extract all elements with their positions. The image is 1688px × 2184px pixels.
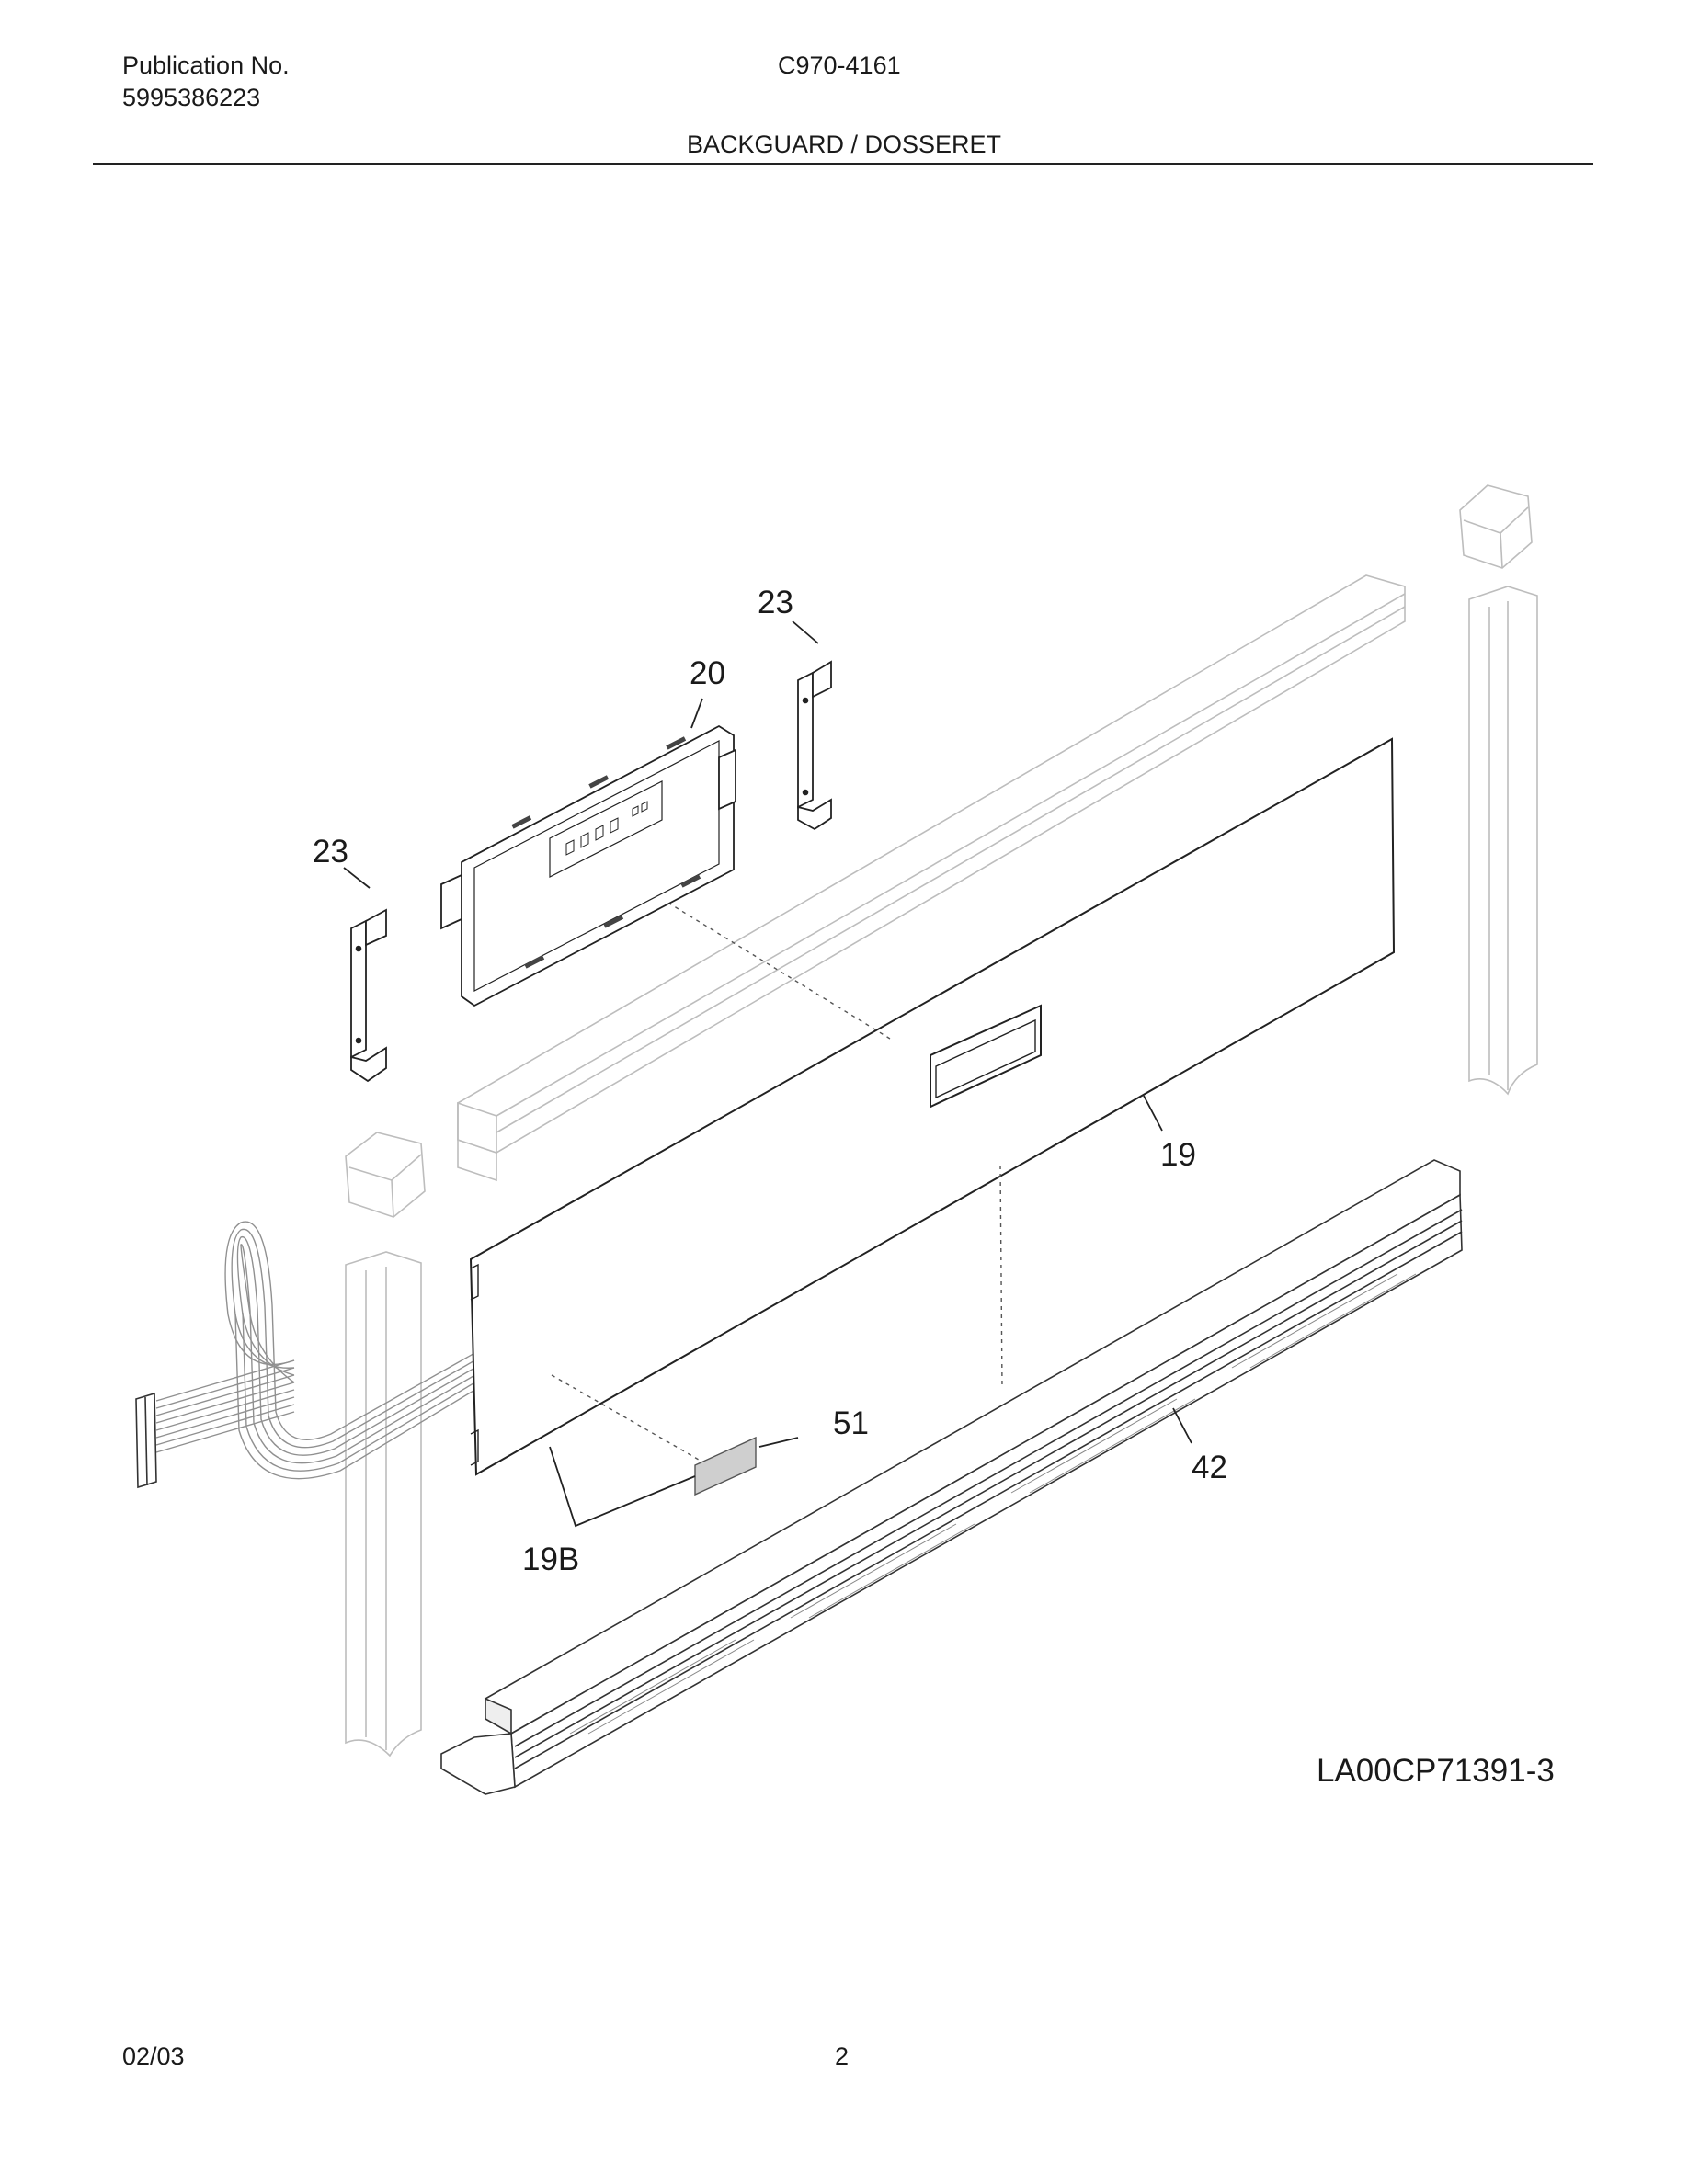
alignment-dashes — [551, 859, 1003, 1461]
right-end-cap-faded — [1459, 484, 1533, 569]
callout-51: 51 — [833, 1405, 869, 1441]
lower-trim-rail — [440, 1159, 1463, 1795]
bracket-upper — [797, 660, 832, 831]
callout-leaders — [343, 620, 1192, 1528]
model-number: C970-4161 — [778, 51, 901, 79]
callout-19b: 19B — [522, 1541, 579, 1577]
callout-23-lower: 23 — [313, 834, 348, 870]
rear-trim-faded — [457, 574, 1406, 1182]
left-vertical-trim-faded — [345, 1251, 422, 1757]
publication-label: Publication No. — [122, 51, 290, 79]
callout-labels: 23 20 23 19 51 42 19B — [313, 585, 1227, 1577]
footer-date: 02/03 — [122, 2042, 185, 2070]
callout-20: 20 — [690, 655, 725, 691]
label-plate — [694, 1436, 757, 1496]
right-vertical-trim-faded — [1468, 586, 1538, 1096]
callout-23-upper: 23 — [758, 585, 793, 620]
section-title: BACKGUARD / DOSSERET — [686, 131, 1002, 158]
left-end-cap-faded — [345, 1132, 426, 1218]
wire-harness-connector — [135, 1392, 157, 1489]
electronic-oven-control — [440, 724, 736, 1007]
figure-code: LA00CP71391-3 — [1317, 1753, 1555, 1789]
callout-42: 42 — [1192, 1450, 1227, 1485]
header-rule — [93, 163, 1593, 165]
bracket-lower — [350, 908, 387, 1083]
backguard-panel — [469, 737, 1396, 1476]
publication-number: 5995386223 — [122, 84, 261, 111]
callout-19: 19 — [1160, 1137, 1196, 1173]
wire-harness — [155, 1221, 479, 1480]
page-number: 2 — [835, 2042, 850, 2070]
